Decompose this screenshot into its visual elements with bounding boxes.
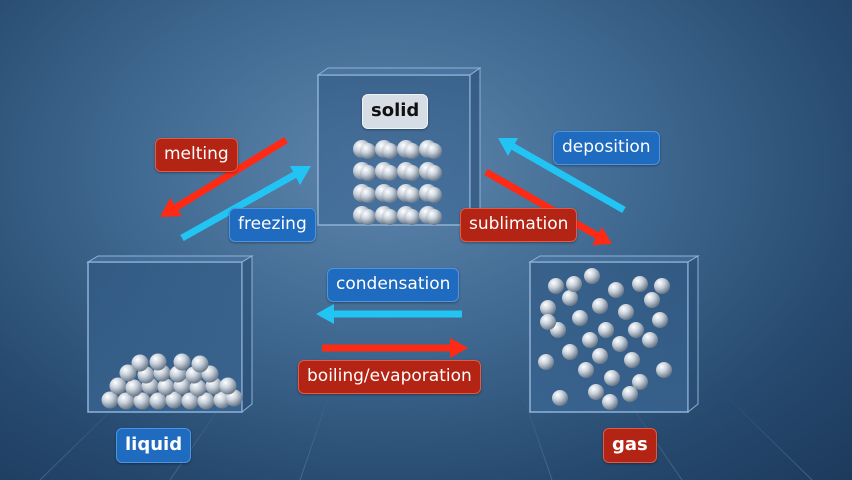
particle bbox=[608, 282, 624, 298]
particle bbox=[584, 268, 600, 284]
particle bbox=[426, 187, 442, 203]
particle bbox=[592, 298, 608, 314]
particle bbox=[189, 379, 207, 397]
particle bbox=[109, 377, 127, 395]
particle bbox=[181, 392, 199, 410]
particle bbox=[632, 276, 648, 292]
particle bbox=[165, 391, 183, 409]
particle bbox=[602, 394, 618, 410]
solid-label: solid bbox=[362, 94, 429, 129]
particle bbox=[360, 143, 376, 159]
deposition-label: deposition bbox=[553, 131, 660, 165]
particle bbox=[548, 278, 564, 294]
particle bbox=[656, 362, 672, 378]
particle bbox=[562, 290, 578, 306]
liquid-label: liquid bbox=[116, 428, 192, 463]
particle bbox=[117, 392, 135, 410]
condensation-arrow bbox=[316, 304, 462, 324]
sublimation-label: sublimation bbox=[460, 208, 578, 242]
particle bbox=[360, 187, 376, 203]
particle bbox=[404, 209, 420, 225]
particle bbox=[578, 362, 594, 378]
boiling-evaporation-label: boiling/evaporation bbox=[298, 360, 481, 394]
sublimation-arrow bbox=[484, 168, 612, 245]
liquid-particles bbox=[101, 353, 243, 410]
particle bbox=[382, 165, 398, 181]
particle bbox=[173, 353, 191, 371]
particle bbox=[191, 355, 209, 373]
particle bbox=[642, 332, 658, 348]
particle bbox=[149, 353, 167, 371]
particle bbox=[219, 377, 237, 395]
particle bbox=[101, 391, 119, 409]
particle bbox=[592, 348, 608, 364]
particle bbox=[119, 364, 137, 382]
particle bbox=[604, 370, 620, 386]
particle bbox=[382, 187, 398, 203]
melting-label: melting bbox=[155, 138, 238, 172]
freezing-arrow bbox=[180, 166, 311, 242]
particle bbox=[382, 209, 398, 225]
particle bbox=[125, 379, 143, 397]
particle bbox=[133, 392, 151, 410]
particle bbox=[360, 165, 376, 181]
particle bbox=[566, 276, 582, 292]
particle bbox=[552, 390, 568, 406]
freezing-label: freezing bbox=[229, 208, 316, 242]
particle bbox=[404, 165, 420, 181]
melting-arrow bbox=[160, 137, 288, 217]
particle bbox=[644, 292, 660, 308]
particle bbox=[149, 392, 167, 410]
particle bbox=[598, 322, 614, 338]
boiling-arrow bbox=[322, 338, 468, 358]
particle bbox=[426, 143, 442, 159]
particle bbox=[540, 314, 556, 330]
particle bbox=[652, 312, 668, 328]
particle bbox=[540, 300, 556, 316]
particle bbox=[612, 336, 628, 352]
particle bbox=[404, 187, 420, 203]
condensation-label: condensation bbox=[327, 268, 460, 302]
particle bbox=[632, 374, 648, 390]
particle bbox=[426, 165, 442, 181]
particle bbox=[382, 143, 398, 159]
particle bbox=[572, 310, 588, 326]
particle bbox=[538, 354, 554, 370]
particle bbox=[360, 209, 376, 225]
particle bbox=[618, 304, 634, 320]
particle bbox=[624, 352, 640, 368]
particle bbox=[654, 278, 670, 294]
particle bbox=[582, 332, 598, 348]
particle bbox=[628, 322, 644, 338]
particle bbox=[197, 392, 215, 410]
particle bbox=[622, 386, 638, 402]
particle bbox=[588, 384, 604, 400]
deposition-arrow bbox=[498, 138, 626, 214]
particle bbox=[131, 354, 149, 372]
gas-particles bbox=[538, 268, 672, 410]
particle bbox=[426, 209, 442, 225]
particle bbox=[404, 143, 420, 159]
particle bbox=[157, 378, 175, 396]
gas-label: gas bbox=[603, 428, 657, 463]
particle bbox=[562, 344, 578, 360]
solid-particles bbox=[353, 140, 442, 225]
